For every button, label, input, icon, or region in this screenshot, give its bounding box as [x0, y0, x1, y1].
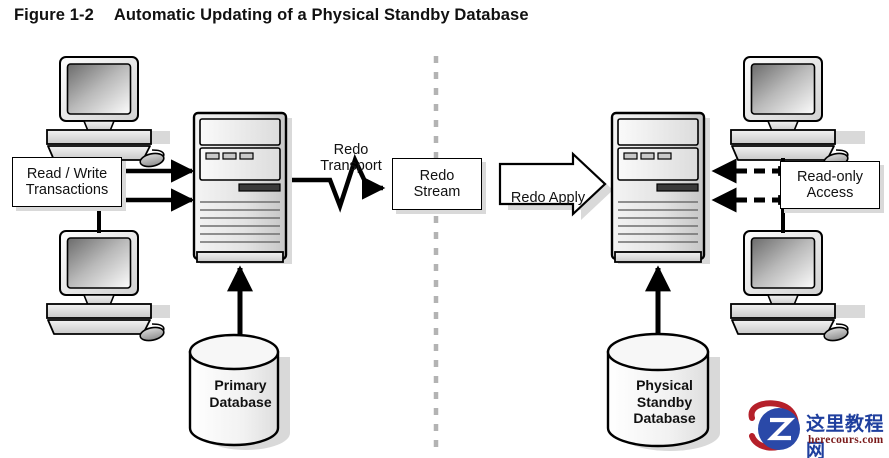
standby-client-workstation-top — [730, 56, 865, 168]
watermark-brand-text: 这里教程网 — [806, 413, 885, 458]
watermark-url-text: herecours.com — [808, 434, 884, 446]
redo-transport-label: Redo Transport — [320, 142, 382, 175]
redo-apply-label: Redo Apply — [510, 190, 586, 207]
standby-client-workstation-bottom — [730, 230, 865, 342]
primary-client-workstation-top — [46, 56, 170, 168]
figure-number: Figure 1-2 — [14, 6, 94, 24]
read-only-access-label: Read-only Access — [780, 161, 880, 209]
redo-stream-box: Redo Stream — [392, 158, 482, 210]
primary-database-label: Primary Database — [209, 377, 272, 410]
figure-title-text: Automatic Updating of a Physical Standby… — [113, 6, 529, 24]
read-write-transactions-label: Read / Write Transactions — [12, 157, 122, 207]
page-title: Figure 1-2 Automatic Updating of a Physic… — [14, 6, 529, 25]
standby-database-cylinder — [606, 332, 720, 451]
redo-apply-block-arrow — [498, 151, 613, 220]
primary-server-tower — [192, 111, 292, 264]
standby-database-label: Physical Standby Database — [633, 377, 696, 427]
site-watermark: 这里教程网 herecours.com — [748, 406, 888, 458]
primary-client-workstation-bottom — [46, 230, 170, 342]
watermark-logo-mark — [748, 400, 800, 451]
primary-database-cylinder — [188, 333, 290, 450]
read-only-access-arrows — [711, 158, 788, 213]
redo-transport-arrow — [292, 153, 386, 213]
standby-server-tower — [610, 111, 710, 264]
